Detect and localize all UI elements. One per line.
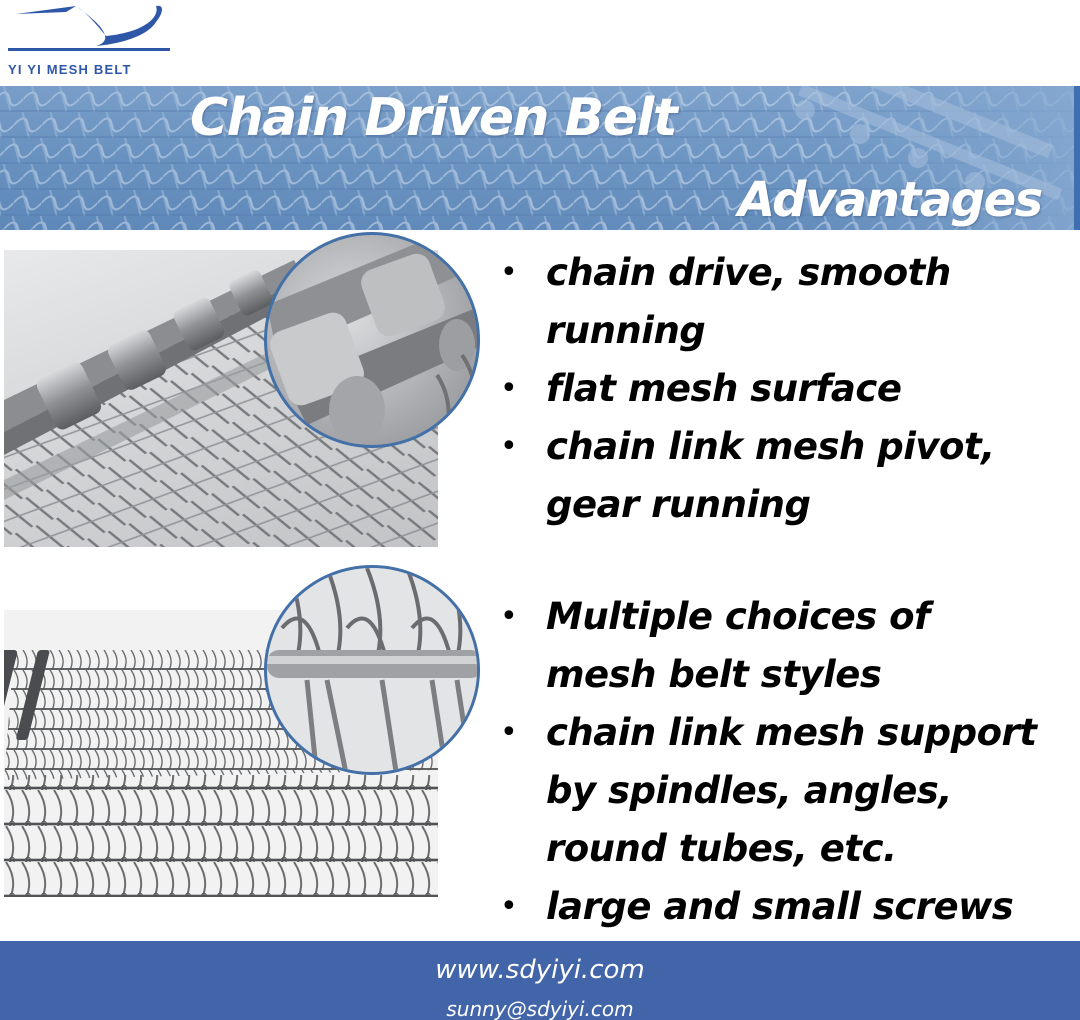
advantage-item: • chain link mesh support by spindles, an… — [500, 704, 1076, 878]
contact-footer: www.sdyiyi.com sunny@sdyiyi.com — [0, 941, 1080, 1020]
advantages-list-2: • Multiple choices of mesh belt styles •… — [500, 588, 1076, 936]
page-subtitle: Advantages — [738, 172, 1043, 228]
page-title: Chain Driven Belt — [190, 88, 678, 148]
bullet-icon: • — [500, 255, 518, 290]
company-logo: YI YI MESH BELT — [6, 2, 172, 80]
spiral-detail-icon — [267, 568, 477, 772]
logo-brand-text: YI YI MESH BELT — [8, 62, 132, 77]
roller-detail-icon — [267, 235, 477, 445]
bullet-icon: • — [500, 599, 518, 634]
advantage-text: chain link mesh pivot, gear running — [546, 425, 995, 526]
bullet-icon: • — [500, 429, 518, 464]
advantage-text: Multiple choices of mesh belt styles — [546, 595, 930, 696]
advantage-item: • chain link mesh pivot, gear running — [500, 418, 1066, 534]
advantage-item: • Multiple choices of mesh belt styles — [500, 588, 1076, 704]
website-link[interactable]: www.sdyiyi.com — [435, 955, 645, 985]
mesh-spiral-zoom-inset — [264, 565, 480, 775]
roller-chain-zoom-inset — [264, 232, 480, 448]
title-banner: Chain Driven Belt Advantages — [0, 86, 1080, 230]
advantage-text: flat mesh surface — [546, 367, 902, 410]
bullet-icon: • — [500, 371, 518, 406]
bullet-icon: • — [500, 715, 518, 750]
advantage-text: chain link mesh support by spindles, ang… — [546, 711, 1037, 870]
email-link[interactable]: sunny@sdyiyi.com — [446, 997, 634, 1020]
mesh-background-icon — [0, 86, 1080, 230]
banner-edge-strip — [1074, 86, 1080, 230]
advantage-item: • flat mesh surface — [500, 360, 1066, 418]
advantage-item: • large and small screws — [500, 878, 1076, 936]
swoosh-logo-icon — [8, 5, 170, 51]
bullet-icon: • — [500, 889, 518, 924]
advantages-list-1: • chain drive, smooth running • flat mes… — [500, 244, 1066, 534]
advantage-item: • chain drive, smooth running — [500, 244, 1066, 360]
advantage-text: chain drive, smooth running — [546, 251, 951, 352]
advantage-text: large and small screws — [546, 885, 1014, 928]
